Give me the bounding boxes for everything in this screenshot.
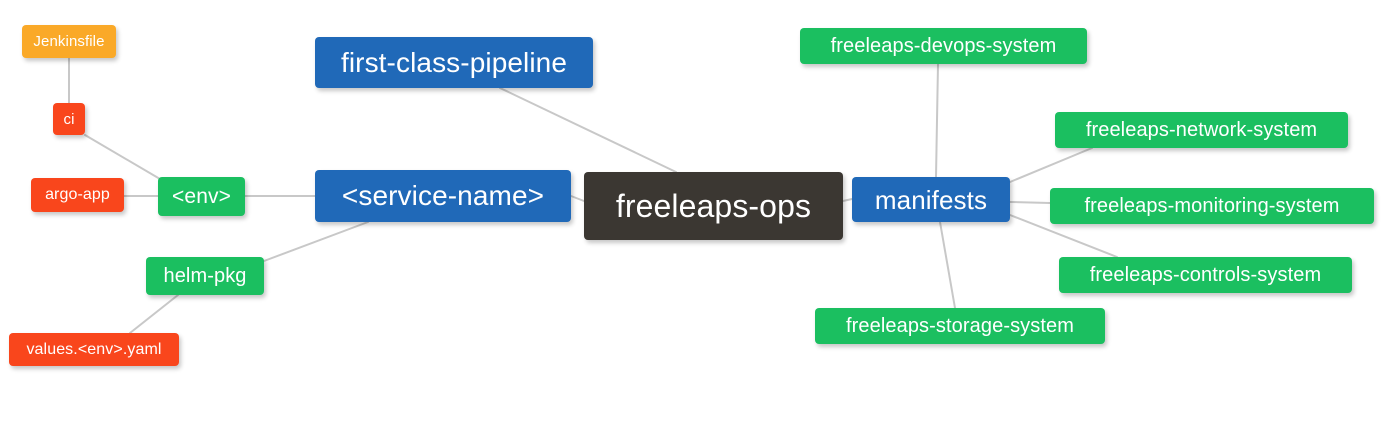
node-label-freeleaps-monitoring-system: freeleaps-monitoring-system	[1084, 195, 1340, 217]
node-label-env: <env>	[172, 185, 231, 208]
node-freeleaps-network-system[interactable]: freeleaps-network-system	[1055, 112, 1348, 148]
node-label-values-yaml: values.<env>.yaml	[26, 340, 162, 358]
node-freeleaps-monitoring-system[interactable]: freeleaps-monitoring-system	[1050, 188, 1374, 224]
edge-manifests-to-freeleaps-devops-system	[935, 63, 939, 178]
node-freeleaps-ops[interactable]: freeleaps-ops	[584, 172, 843, 240]
node-service-name[interactable]: <service-name>	[315, 170, 571, 222]
node-jenkinsfile[interactable]: Jenkinsfile	[22, 25, 116, 58]
node-label-freeleaps-ops: freeleaps-ops	[615, 188, 812, 224]
node-values-yaml[interactable]: values.<env>.yaml	[9, 333, 179, 366]
node-manifests[interactable]: manifests	[852, 177, 1010, 222]
node-label-freeleaps-storage-system: freeleaps-storage-system	[845, 315, 1075, 337]
node-label-first-class-pipeline: first-class-pipeline	[340, 46, 568, 78]
node-label-manifests: manifests	[874, 184, 988, 215]
node-freeleaps-storage-system[interactable]: freeleaps-storage-system	[815, 308, 1105, 344]
edge-service-name-to-freeleaps-ops	[570, 195, 585, 202]
edge-manifests-to-freeleaps-monitoring-system	[1009, 201, 1051, 204]
node-label-service-name: <service-name>	[341, 180, 545, 211]
node-first-class-pipeline[interactable]: first-class-pipeline	[315, 37, 593, 88]
edge-ci-to-env	[84, 134, 161, 180]
node-label-freeleaps-devops-system: freeleaps-devops-system	[830, 35, 1057, 57]
node-label-argo-app: argo-app	[45, 186, 110, 203]
edge-freeleaps-ops-to-manifests	[842, 198, 853, 202]
node-label-freeleaps-controls-system: freeleaps-controls-system	[1089, 264, 1322, 286]
node-ci[interactable]: ci	[53, 103, 85, 135]
edge-manifests-to-freeleaps-storage-system	[939, 221, 956, 309]
edge-helm-pkg-to-service-name	[263, 221, 369, 262]
node-freeleaps-controls-system[interactable]: freeleaps-controls-system	[1059, 257, 1352, 293]
edge-manifests-to-freeleaps-network-system	[1009, 147, 1093, 183]
edge-values-yaml-to-helm-pkg	[129, 294, 179, 334]
edge-first-class-pipeline-to-freeleaps-ops	[499, 87, 677, 173]
node-env[interactable]: <env>	[158, 177, 245, 216]
node-label-ci: ci	[63, 110, 75, 128]
node-freeleaps-devops-system[interactable]: freeleaps-devops-system	[800, 28, 1087, 64]
node-label-helm-pkg: helm-pkg	[163, 265, 247, 287]
node-label-jenkinsfile: Jenkinsfile	[33, 33, 105, 50]
node-label-freeleaps-network-system: freeleaps-network-system	[1085, 119, 1318, 141]
node-helm-pkg[interactable]: helm-pkg	[146, 257, 264, 295]
node-argo-app[interactable]: argo-app	[31, 178, 124, 212]
